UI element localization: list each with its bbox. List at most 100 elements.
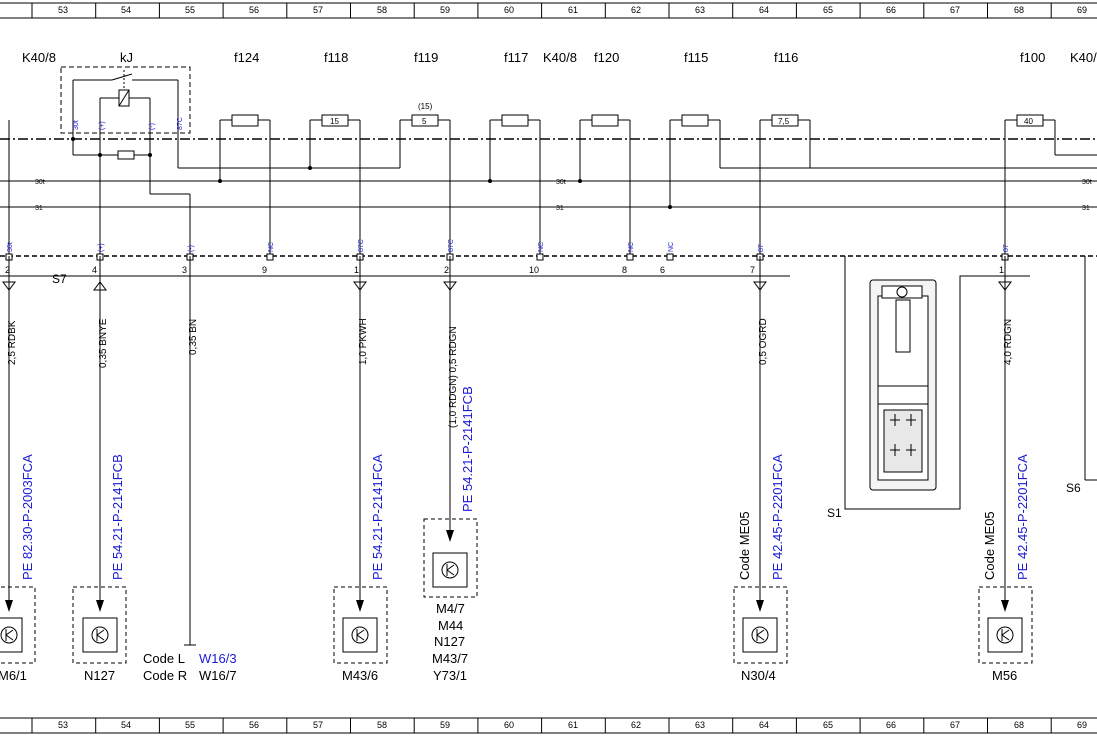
wire-label-1: 2,5 RDBK (7, 320, 18, 365)
connector-pin-number: 1 (354, 265, 359, 275)
grid-number: 55 (185, 5, 195, 15)
grid-number: 67 (950, 5, 960, 15)
rail-31-c: 31 (1082, 205, 1090, 212)
pe-ref-1[interactable]: PE 82.30-P-2003FCA (20, 454, 35, 580)
component-m4-7-label-2: M44 (438, 618, 463, 633)
connector-terminal-label: (-) (188, 245, 195, 252)
component-n30-4 (733, 586, 788, 664)
grid-number: 64 (759, 720, 769, 730)
pe-ref-6[interactable]: PE 42.45-P-2201FCA (1015, 454, 1030, 580)
component-m4-7-label-3: N127 (434, 634, 465, 649)
k40-right-label: K40/ (1070, 50, 1097, 65)
component-m4-7-label-1: M4/7 (436, 601, 465, 616)
rail-31-a: 31 (35, 205, 43, 212)
switch-s1-label: S1 (827, 506, 842, 520)
direction-arrows (2, 281, 1012, 291)
fuse-f119-rating: 5 (422, 117, 427, 126)
component-n30-4-label: N30/4 (741, 668, 776, 683)
f117-label: f117 (504, 50, 528, 65)
fuse-f100-rating: 40 (1024, 117, 1033, 126)
connector-terminal-label: 87 (1003, 244, 1010, 252)
grid-number: 54 (121, 5, 131, 15)
grid-number: 63 (695, 5, 705, 15)
f120-label: f120 (594, 50, 619, 65)
relay-pin-plus: (+) (99, 121, 106, 130)
connector-terminal-label: NC (668, 242, 675, 252)
fuse-f116 (759, 114, 811, 256)
grid-number: 58 (377, 720, 387, 730)
arrow-heads (5, 530, 1009, 612)
component-m56-label: M56 (992, 668, 1017, 683)
grid-number: 66 (886, 720, 896, 730)
component-m6-1 (0, 586, 36, 664)
f115-label: f115 (684, 50, 708, 65)
grid-number: 65 (823, 720, 833, 730)
internal-bus-wiring (0, 133, 1097, 256)
f100-label: f100 (1020, 50, 1045, 65)
grid-number: 61 (568, 5, 578, 15)
connector-pin-number: 10 (529, 265, 539, 275)
grid-number: 65 (823, 5, 833, 15)
bottom-grid-ruler (0, 717, 1097, 734)
rail-30t-c: 30t (1082, 179, 1092, 186)
grid-number: 66 (886, 5, 896, 15)
k40-8-mid-label: K40/8 (543, 50, 577, 65)
grid-number: 58 (377, 5, 387, 15)
component-m4-7 (423, 518, 478, 598)
code-r-label: Code R (143, 668, 187, 683)
k40-8-left-label: K40/8 (22, 50, 56, 65)
fuse-f124 (219, 114, 271, 256)
connector-pin-number: 6 (660, 265, 665, 275)
grid-number: 54 (121, 720, 131, 730)
kj-label: kJ (120, 50, 133, 65)
connector-pin-number: 1 (999, 265, 1004, 275)
connector-pin (266, 253, 274, 261)
wire-label-2: 0,35 BNYE (98, 318, 109, 368)
f119-label: f119 (414, 50, 438, 65)
connector-terminal-label: 87C (358, 239, 365, 252)
pe-ref-4[interactable]: PE 54.21-P-2141FCB (460, 386, 475, 512)
grid-number: 62 (631, 720, 641, 730)
w16-3-link[interactable]: W16/3 (199, 651, 237, 666)
grid-number: 68 (1014, 720, 1024, 730)
connector-terminal-label: NC (538, 242, 545, 252)
output-wires (8, 256, 1006, 646)
connector-pin (626, 253, 634, 261)
grid-number: 56 (249, 720, 259, 730)
fuse-f100 (1004, 114, 1056, 256)
rail-31-b: 31 (556, 205, 564, 212)
connector-pin-number: 9 (262, 265, 267, 275)
pe-ref-3[interactable]: PE 54.21-P-2141FCA (370, 454, 385, 580)
component-m4-7-label-5: Y73/1 (433, 668, 467, 683)
fuse-f116-rating: 7,5 (778, 117, 790, 126)
top-grid-ruler (0, 2, 1097, 19)
switch-s6-label: S6 (1066, 481, 1081, 495)
f124-label: f124 (234, 50, 259, 65)
grid-number: 56 (249, 5, 259, 15)
connector-terminal-label: 87C (448, 239, 455, 252)
component-m6-1-label: M6/1 (0, 668, 27, 683)
component-n127-label: N127 (84, 668, 115, 683)
grid-number: 60 (504, 720, 514, 730)
grid-number: 57 (313, 720, 323, 730)
rail-30t-a: 30t (35, 179, 45, 186)
fuse-f118-rating: 15 (330, 117, 339, 126)
connector-terminal-label: NC (628, 242, 635, 252)
grid-number: 62 (631, 5, 641, 15)
f118-label: f118 (324, 50, 348, 65)
pe-ref-5[interactable]: PE 42.45-P-2201FCA (770, 454, 785, 580)
component-m43-6-label: M43/6 (342, 668, 378, 683)
connector-terminal-label: (+) (98, 243, 105, 252)
relay-pin-30t: 30t (73, 120, 80, 130)
fuse-f119 (399, 114, 451, 256)
wire-label-4: 1,0 PKWH (358, 318, 369, 365)
rail-30t-b: 30t (556, 179, 566, 186)
grid-number: 57 (313, 5, 323, 15)
connector-pin-number: 7 (750, 265, 755, 275)
grid-number: 69 (1077, 720, 1087, 730)
pe-ref-2[interactable]: PE 54.21-P-2141FCB (110, 454, 125, 580)
component-m56 (978, 586, 1033, 664)
switch-s1 (844, 256, 1097, 510)
fuse-f115 (669, 114, 721, 207)
grid-number: 68 (1014, 5, 1024, 15)
